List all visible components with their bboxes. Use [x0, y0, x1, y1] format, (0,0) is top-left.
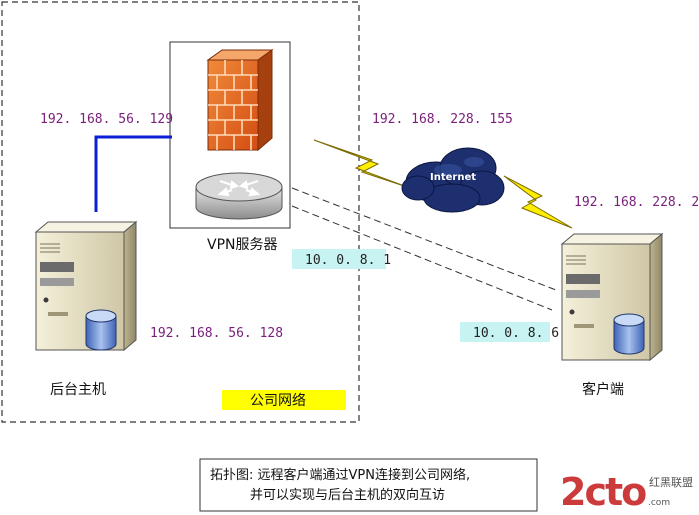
- watermark-brand: 2cto: [560, 470, 646, 514]
- watermark-subtitle: 红黑联盟: [649, 476, 693, 489]
- ip-backend-upstream: 192. 168. 56. 129: [40, 112, 173, 127]
- vpn-server-label: VPN服务器: [207, 237, 278, 253]
- internet-cloud-icon: [401, 147, 505, 213]
- watermark-suffix: .com: [648, 498, 670, 508]
- internet-label: Internet: [430, 172, 476, 183]
- lan-link: [94, 135, 172, 212]
- caption-line-2: 并可以实现与后台主机的双向互访: [250, 487, 445, 503]
- vpn-tunnel-line-upper: [291, 187, 557, 291]
- wan-link-lightning-right: [503, 175, 573, 229]
- client-label: 客户端: [582, 381, 624, 398]
- company-network-badge: [222, 390, 346, 410]
- wan-link-lightning-left: [313, 139, 411, 189]
- caption-line-1: 拓扑图: 远程客户端通过VPN连接到公司网络,: [210, 467, 470, 483]
- watermark-logo: 2cto .com 红黑联盟: [560, 470, 693, 514]
- tunnel-ip-client-badge: [460, 322, 550, 342]
- company-network-boundary: [1, 1, 360, 423]
- backend-server-icon: [34, 220, 138, 352]
- tunnel-ip-server: 10. 0. 8. 1: [305, 253, 391, 268]
- ip-client-public: 192. 168. 228. 201: [574, 195, 699, 210]
- company-network-label: 公司网络: [250, 393, 306, 409]
- tunnel-ip-client: 10. 0. 8. 6: [473, 326, 559, 341]
- vpn-tunnel-line-lower: [291, 205, 553, 311]
- firewall-icon: [206, 49, 274, 152]
- backend-host-label: 后台主机: [50, 382, 106, 398]
- client-server-icon: [560, 232, 664, 362]
- ip-backend-host: 192. 168. 56. 128: [150, 326, 283, 341]
- router-icon: [195, 172, 283, 220]
- caption-box: [199, 458, 538, 512]
- ip-vpn-public: 192. 168. 228. 155: [372, 112, 513, 127]
- tunnel-ip-server-badge: [292, 249, 386, 269]
